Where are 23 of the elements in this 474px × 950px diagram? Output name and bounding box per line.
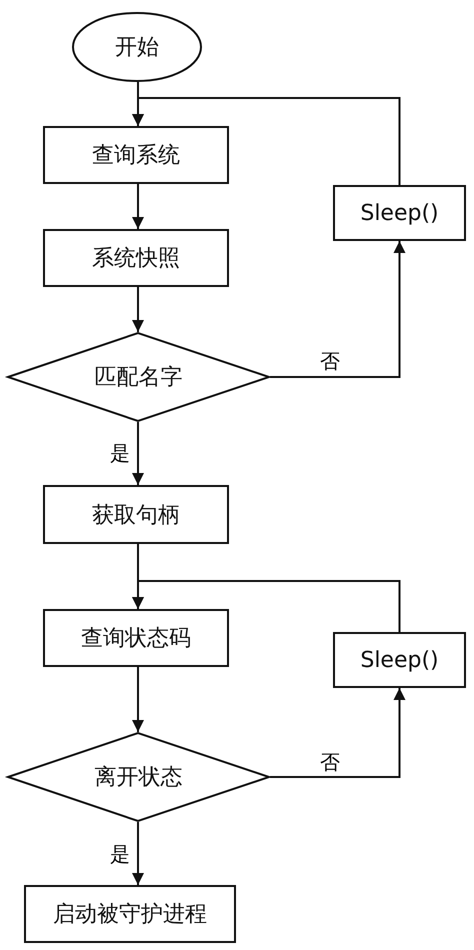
arrow — [132, 184, 144, 229]
arrow — [132, 97, 400, 185]
edge-label: 否 — [318, 350, 342, 372]
process-box: 系统快照 — [43, 229, 229, 287]
arrow — [132, 422, 144, 485]
decision-diamond: 匹配名字 — [7, 332, 270, 422]
decision-diamond: 离开状态 — [7, 732, 270, 822]
process-box: 获取句柄 — [43, 485, 229, 544]
arrow — [132, 667, 144, 732]
edge-label: 是 — [108, 442, 132, 464]
process-box: Sleep() — [333, 185, 466, 241]
process-box: 查询系统 — [43, 126, 229, 184]
process-box: 启动被守护进程 — [24, 885, 236, 943]
arrow — [270, 688, 406, 778]
process-box: Sleep() — [333, 632, 466, 688]
arrow — [132, 822, 144, 885]
arrow — [270, 241, 406, 378]
edge-label: 否 — [318, 751, 342, 773]
edge-label: 是 — [108, 843, 132, 865]
arrow — [132, 580, 400, 632]
arrow — [132, 287, 144, 332]
start-ellipse: 开始 — [72, 12, 202, 82]
process-box: 查询状态码 — [43, 609, 229, 667]
